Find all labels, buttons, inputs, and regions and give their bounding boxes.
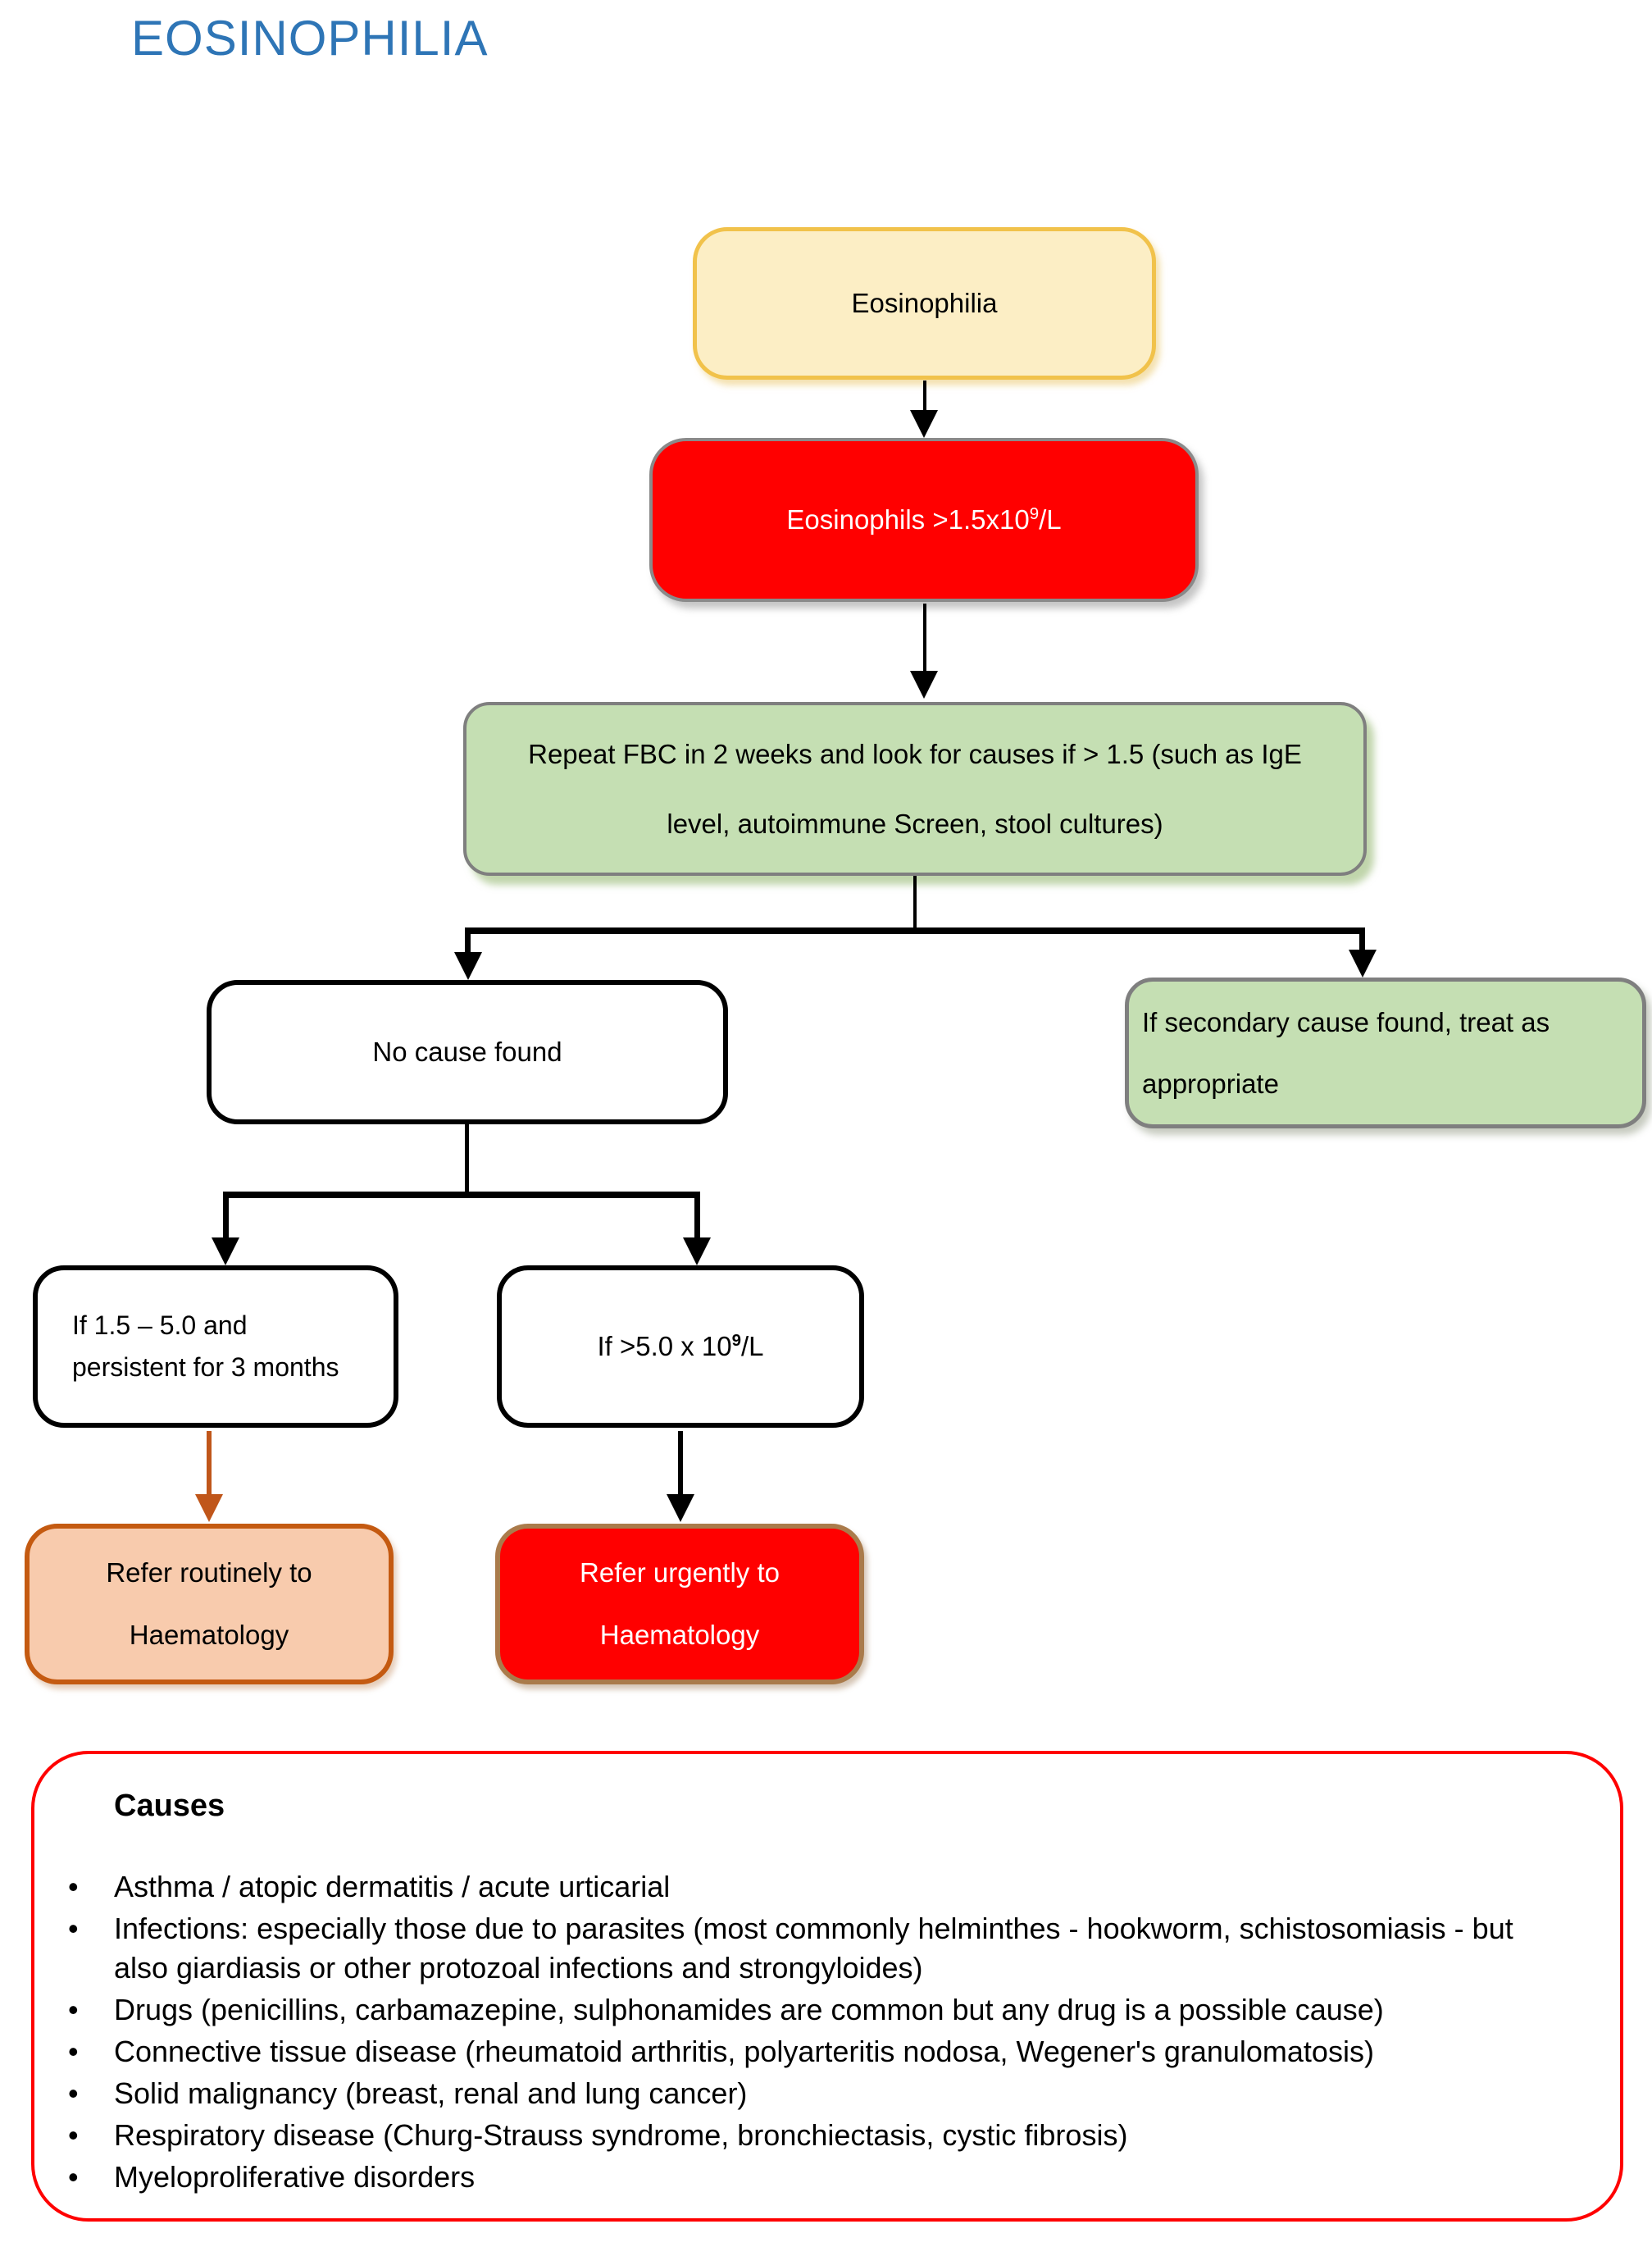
connector-b-stem [465, 1124, 469, 1198]
node-secondary-cause-line2: appropriate [1142, 1068, 1279, 1099]
node-no-cause-found-label: No cause found [372, 1037, 562, 1068]
node-over-five-label: If >5.0 x 109/L [597, 1331, 764, 1362]
connector-a-stem [913, 876, 917, 931]
causes-heading: Causes [114, 1789, 225, 1823]
connector-b-right-line [694, 1192, 700, 1237]
connector-a-bar [465, 927, 1365, 934]
node-threshold: Eosinophils >1.5x109/L [649, 438, 1199, 602]
node-persistent-line2: persistent for 3 months [72, 1352, 339, 1382]
node-refer-urgent: Refer urgently to Haematology [495, 1524, 864, 1684]
connector-a-left-line [465, 927, 471, 957]
causes-item: Drugs (penicillins, carbamazepine, sulph… [66, 1990, 1563, 2030]
causes-item: Infections: especially those due to para… [66, 1909, 1563, 1988]
arrow-persistent-to-routine-line [207, 1431, 212, 1497]
node-eosinophilia: Eosinophilia [693, 227, 1156, 380]
connector-a-left-head [454, 952, 482, 980]
node-secondary-cause: If secondary cause found, treat as appro… [1125, 978, 1646, 1128]
arrow-red-to-green-head [910, 671, 938, 699]
node-repeat-fbc-line1: Repeat FBC in 2 weeks and look for cause… [528, 738, 1302, 769]
connector-b-right-head [683, 1237, 711, 1265]
node-over-five: If >5.0 x 109/L [497, 1265, 864, 1428]
causes-box: Causes Asthma / atopic dermatitis / acut… [31, 1751, 1623, 2222]
node-refer-urgent-line2: Haematology [599, 1620, 760, 1651]
connector-b-bar [223, 1192, 700, 1198]
connector-b-left-head [212, 1237, 239, 1265]
node-eosinophilia-label: Eosinophilia [851, 288, 998, 319]
arrow-yellow-to-red-head [910, 410, 938, 438]
connector-b-left-line [223, 1192, 229, 1237]
arrow-overfive-to-urgent-line [678, 1431, 683, 1497]
arrow-overfive-to-urgent-head [667, 1494, 694, 1522]
page-title: EOSINOPHILIA [131, 11, 489, 66]
causes-item: Connective tissue disease (rheumatoid ar… [66, 2032, 1563, 2071]
causes-item: Solid malignancy (breast, renal and lung… [66, 2074, 1563, 2113]
arrow-yellow-to-red-line [923, 381, 926, 413]
arrow-red-to-green-line [923, 604, 926, 672]
node-refer-urgent-line1: Refer urgently to [580, 1557, 780, 1588]
node-secondary-cause-line1: If secondary cause found, treat as [1142, 1006, 1550, 1037]
node-refer-routine-line1: Refer routinely to [106, 1557, 312, 1588]
node-refer-routine-line2: Haematology [129, 1620, 289, 1651]
node-persistent: If 1.5 – 5.0 and persistent for 3 months [33, 1265, 398, 1428]
node-repeat-fbc-line2: level, autoimmune Screen, stool cultures… [667, 809, 1163, 839]
causes-item: Respiratory disease (Churg-Strauss syndr… [66, 2116, 1563, 2155]
arrow-persistent-to-routine-head [195, 1494, 223, 1522]
connector-a-right-line [1359, 927, 1365, 954]
node-threshold-label: Eosinophils >1.5x109/L [786, 504, 1062, 536]
node-no-cause-found: No cause found [207, 980, 728, 1124]
causes-list: Asthma / atopic dermatitis / acute urtic… [66, 1867, 1563, 2197]
node-repeat-fbc: Repeat FBC in 2 weeks and look for cause… [463, 702, 1367, 876]
causes-item: Myeloproliferative disorders [66, 2158, 1563, 2197]
node-persistent-line1: If 1.5 – 5.0 and [72, 1310, 248, 1340]
causes-item: Asthma / atopic dermatitis / acute urtic… [66, 1867, 1563, 1907]
node-refer-routine: Refer routinely to Haematology [25, 1524, 394, 1684]
connector-a-right-head [1349, 950, 1377, 978]
